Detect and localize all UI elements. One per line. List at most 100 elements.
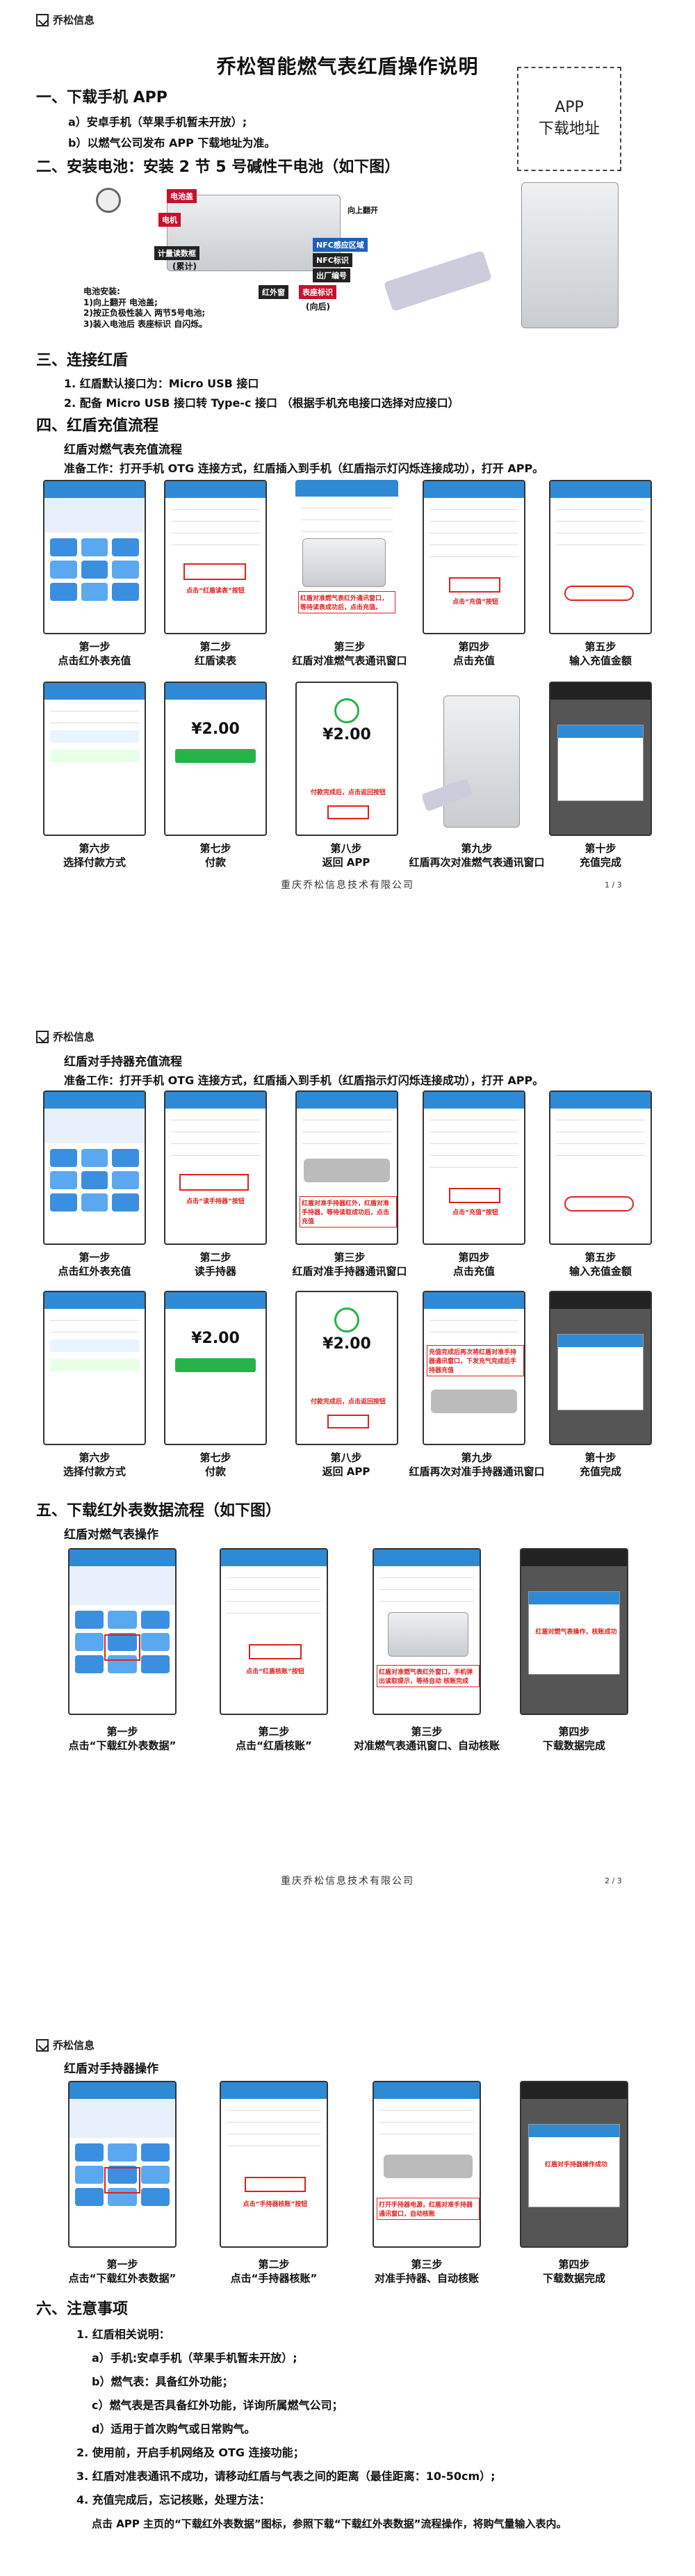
app-icon-grid	[70, 2138, 175, 2212]
dialog-title	[529, 2125, 619, 2137]
success-dialog: 红盾对手持器操作成功	[528, 2124, 620, 2207]
handset-image	[384, 2155, 473, 2178]
label-backward: (向后)	[306, 302, 330, 312]
page-3: 乔松信息 红盾对手持器操作 点击“手持器核账”按钮 打开手持器电源，红盾对准手持…	[0, 2038, 695, 2576]
download-handset-step-4-screen: 红盾对手持器操作成功	[520, 2081, 628, 2248]
hint-read: 点击“红盾读表”按钮	[186, 588, 245, 595]
meter-step-7-screen: ¥2.00	[164, 682, 267, 836]
dialog-title	[558, 725, 643, 738]
meter-step-3-caption: 第三步红盾对准燃气表通讯窗口	[277, 640, 423, 668]
hint-aim-again: 充值完成后再次将红盾对准手持器通讯窗口，下发充气完成后手持器充值	[427, 1345, 524, 1376]
download-handset-title: 红盾对手持器操作	[64, 2062, 158, 2076]
battery-install-notes: 电池安装: 1)向上翻开 电池盖; 2)按正负极性装入 两节5号电池; 3)装入…	[83, 287, 207, 330]
app-header	[424, 1092, 524, 1109]
meter-step-6-caption: 第六步选择付款方式	[35, 842, 154, 870]
step-text: 红盾对准手持器通讯窗口	[292, 1265, 407, 1278]
label-nfc-area: NFC感应区域	[313, 238, 368, 252]
hint-paid: 付款完成后，点击返回按钮	[310, 1399, 386, 1406]
download-meter-step-3-caption: 第三步对准燃气表通讯窗口、自动核账	[339, 1725, 514, 1753]
meter-step-6-screen	[43, 682, 146, 836]
meter-step-1-caption: 第一步点击红外表充值	[35, 640, 154, 668]
handset-step-4-screen: 点击“充值”按钮	[423, 1090, 525, 1245]
meter-step-9-caption: 第九步红盾再次对准燃气表通讯窗口	[400, 842, 553, 870]
step-number: 第二步	[199, 1251, 231, 1264]
sec3-line-1: 1. 红盾默认接口为：Micro USB 接口	[64, 377, 259, 390]
hint-check: 点击“手持器核账”按钮	[243, 2201, 308, 2208]
app-banner	[70, 1566, 175, 1605]
meter-step-1-screen	[43, 480, 146, 634]
paid-amount: ¥2.00	[322, 1335, 371, 1353]
step-text: 输入充值金额	[569, 654, 632, 668]
step-number: 第八步	[330, 842, 362, 855]
step-number: 第二步	[199, 641, 231, 653]
handset-step-3-caption: 第三步红盾对准手持器通讯窗口	[277, 1250, 423, 1279]
app-icon-grid	[44, 1143, 145, 1217]
note-3: 3. 红盾对准表通讯不成功，请移动红盾与气表之间的距离（最佳距离：10-50cm…	[76, 2470, 496, 2483]
handset-step-7-caption: 第七步付款	[156, 1451, 275, 1479]
handset-step-8-caption: 第八步返回 APP	[286, 1451, 406, 1479]
note-4-detail: 点击 APP 主页的“下载红外表数据”图标，参照下载“下载红外表数据”流程操作，…	[92, 2518, 567, 2530]
step-text: 点击“下载红外表数据”	[68, 1739, 177, 1753]
step-text: 对准燃气表通讯窗口、自动核账	[353, 1739, 500, 1753]
download-meter-title: 红盾对燃气表操作	[64, 1528, 158, 1542]
pay-amount: ¥2.00	[191, 721, 240, 738]
step-number: 第四步	[558, 1725, 590, 1738]
label-flip-up: 向上翻开	[348, 206, 378, 215]
handset-step-5-caption: 第五步输入充值金额	[541, 1250, 660, 1279]
download-meter-step-1-caption: 第一步点击“下载红外表数据”	[46, 1725, 199, 1753]
app-header	[521, 2082, 627, 2099]
hint-aim: 打开手持器电源，红盾对准手持器通讯窗口，自动核账	[377, 2198, 480, 2220]
app-icon-grid	[70, 1605, 175, 1679]
step-text: 选择付款方式	[63, 1465, 126, 1479]
section-5-heading: 五、下载红外表数据流程（如下图）	[36, 1502, 281, 1520]
battery-note-4: 3)装入电池后 表座标识 自闪烁。	[83, 319, 208, 329]
success-check-icon	[334, 1307, 359, 1333]
download-handset-step-1-caption: 第一步点击“下载红外表数据”	[46, 2257, 199, 2286]
charge-button-highlight	[449, 1188, 500, 1203]
download-icon-highlight	[104, 1634, 140, 1661]
pay-option-1	[50, 1339, 139, 1352]
pay-confirm-button	[175, 749, 256, 763]
step-number: 第五步	[584, 641, 616, 653]
dialog-title	[529, 1592, 619, 1604]
app-banner	[44, 498, 145, 533]
step-text: 点击“红盾核账”	[236, 1739, 312, 1753]
pay-option-1	[50, 730, 139, 743]
app-header	[550, 1092, 651, 1109]
battery-note-2: 1)向上翻开 电池盖;	[83, 297, 158, 307]
meter-step-7-caption: 第七步付款	[156, 842, 275, 870]
app-icon-grid	[44, 533, 145, 606]
step-text: 付款	[204, 1465, 226, 1479]
note-1d: d）适用于首次购气或日常购气。	[92, 2422, 256, 2436]
handset-step-7-screen: ¥2.00	[164, 1291, 267, 1445]
footer-company: 重庆乔松信息技术有限公司	[281, 880, 414, 891]
app-header	[70, 2082, 175, 2099]
label-reading-window: 计量读数框	[154, 246, 199, 260]
app-header	[44, 481, 145, 498]
step-text: 充值完成	[579, 856, 621, 869]
brand-logo-icon	[36, 13, 49, 26]
success-dialog	[557, 725, 644, 801]
read-button-highlight	[183, 563, 246, 580]
sec1-item-b: b）以燃气公司发布 APP 下载地址为准。	[68, 136, 276, 150]
app-header	[374, 2082, 480, 2099]
handset-step-6-screen	[43, 1291, 146, 1445]
hint-done: 红盾对手持器操作成功	[544, 2162, 607, 2168]
handset-step-1-screen	[43, 1090, 146, 1245]
brand-name: 乔松信息	[53, 14, 95, 26]
section-3-heading: 三、连接红盾	[36, 352, 129, 369]
hint-charge: 点击“充值”按钮	[452, 599, 498, 606]
meter-step-4-screen: 点击“充值”按钮	[423, 480, 525, 634]
step-number: 第二步	[258, 1725, 290, 1738]
step-number: 第六步	[79, 842, 111, 855]
step-number: 第一步	[79, 1251, 111, 1264]
step-number: 第九步	[461, 1451, 493, 1464]
label-battery-cover: 电池盖	[167, 189, 197, 203]
app-header	[424, 1292, 524, 1309]
red-shield-dongle-image	[383, 250, 493, 312]
note-1b: b）燃气表：具备红外功能；	[92, 2375, 234, 2388]
section-6-heading: 六、注意事项	[36, 2301, 129, 2318]
handset-flow-title: 红盾对手持器充值流程	[64, 1055, 182, 1069]
pay-option-2	[50, 750, 139, 762]
page-number: 1 / 3	[605, 880, 622, 889]
